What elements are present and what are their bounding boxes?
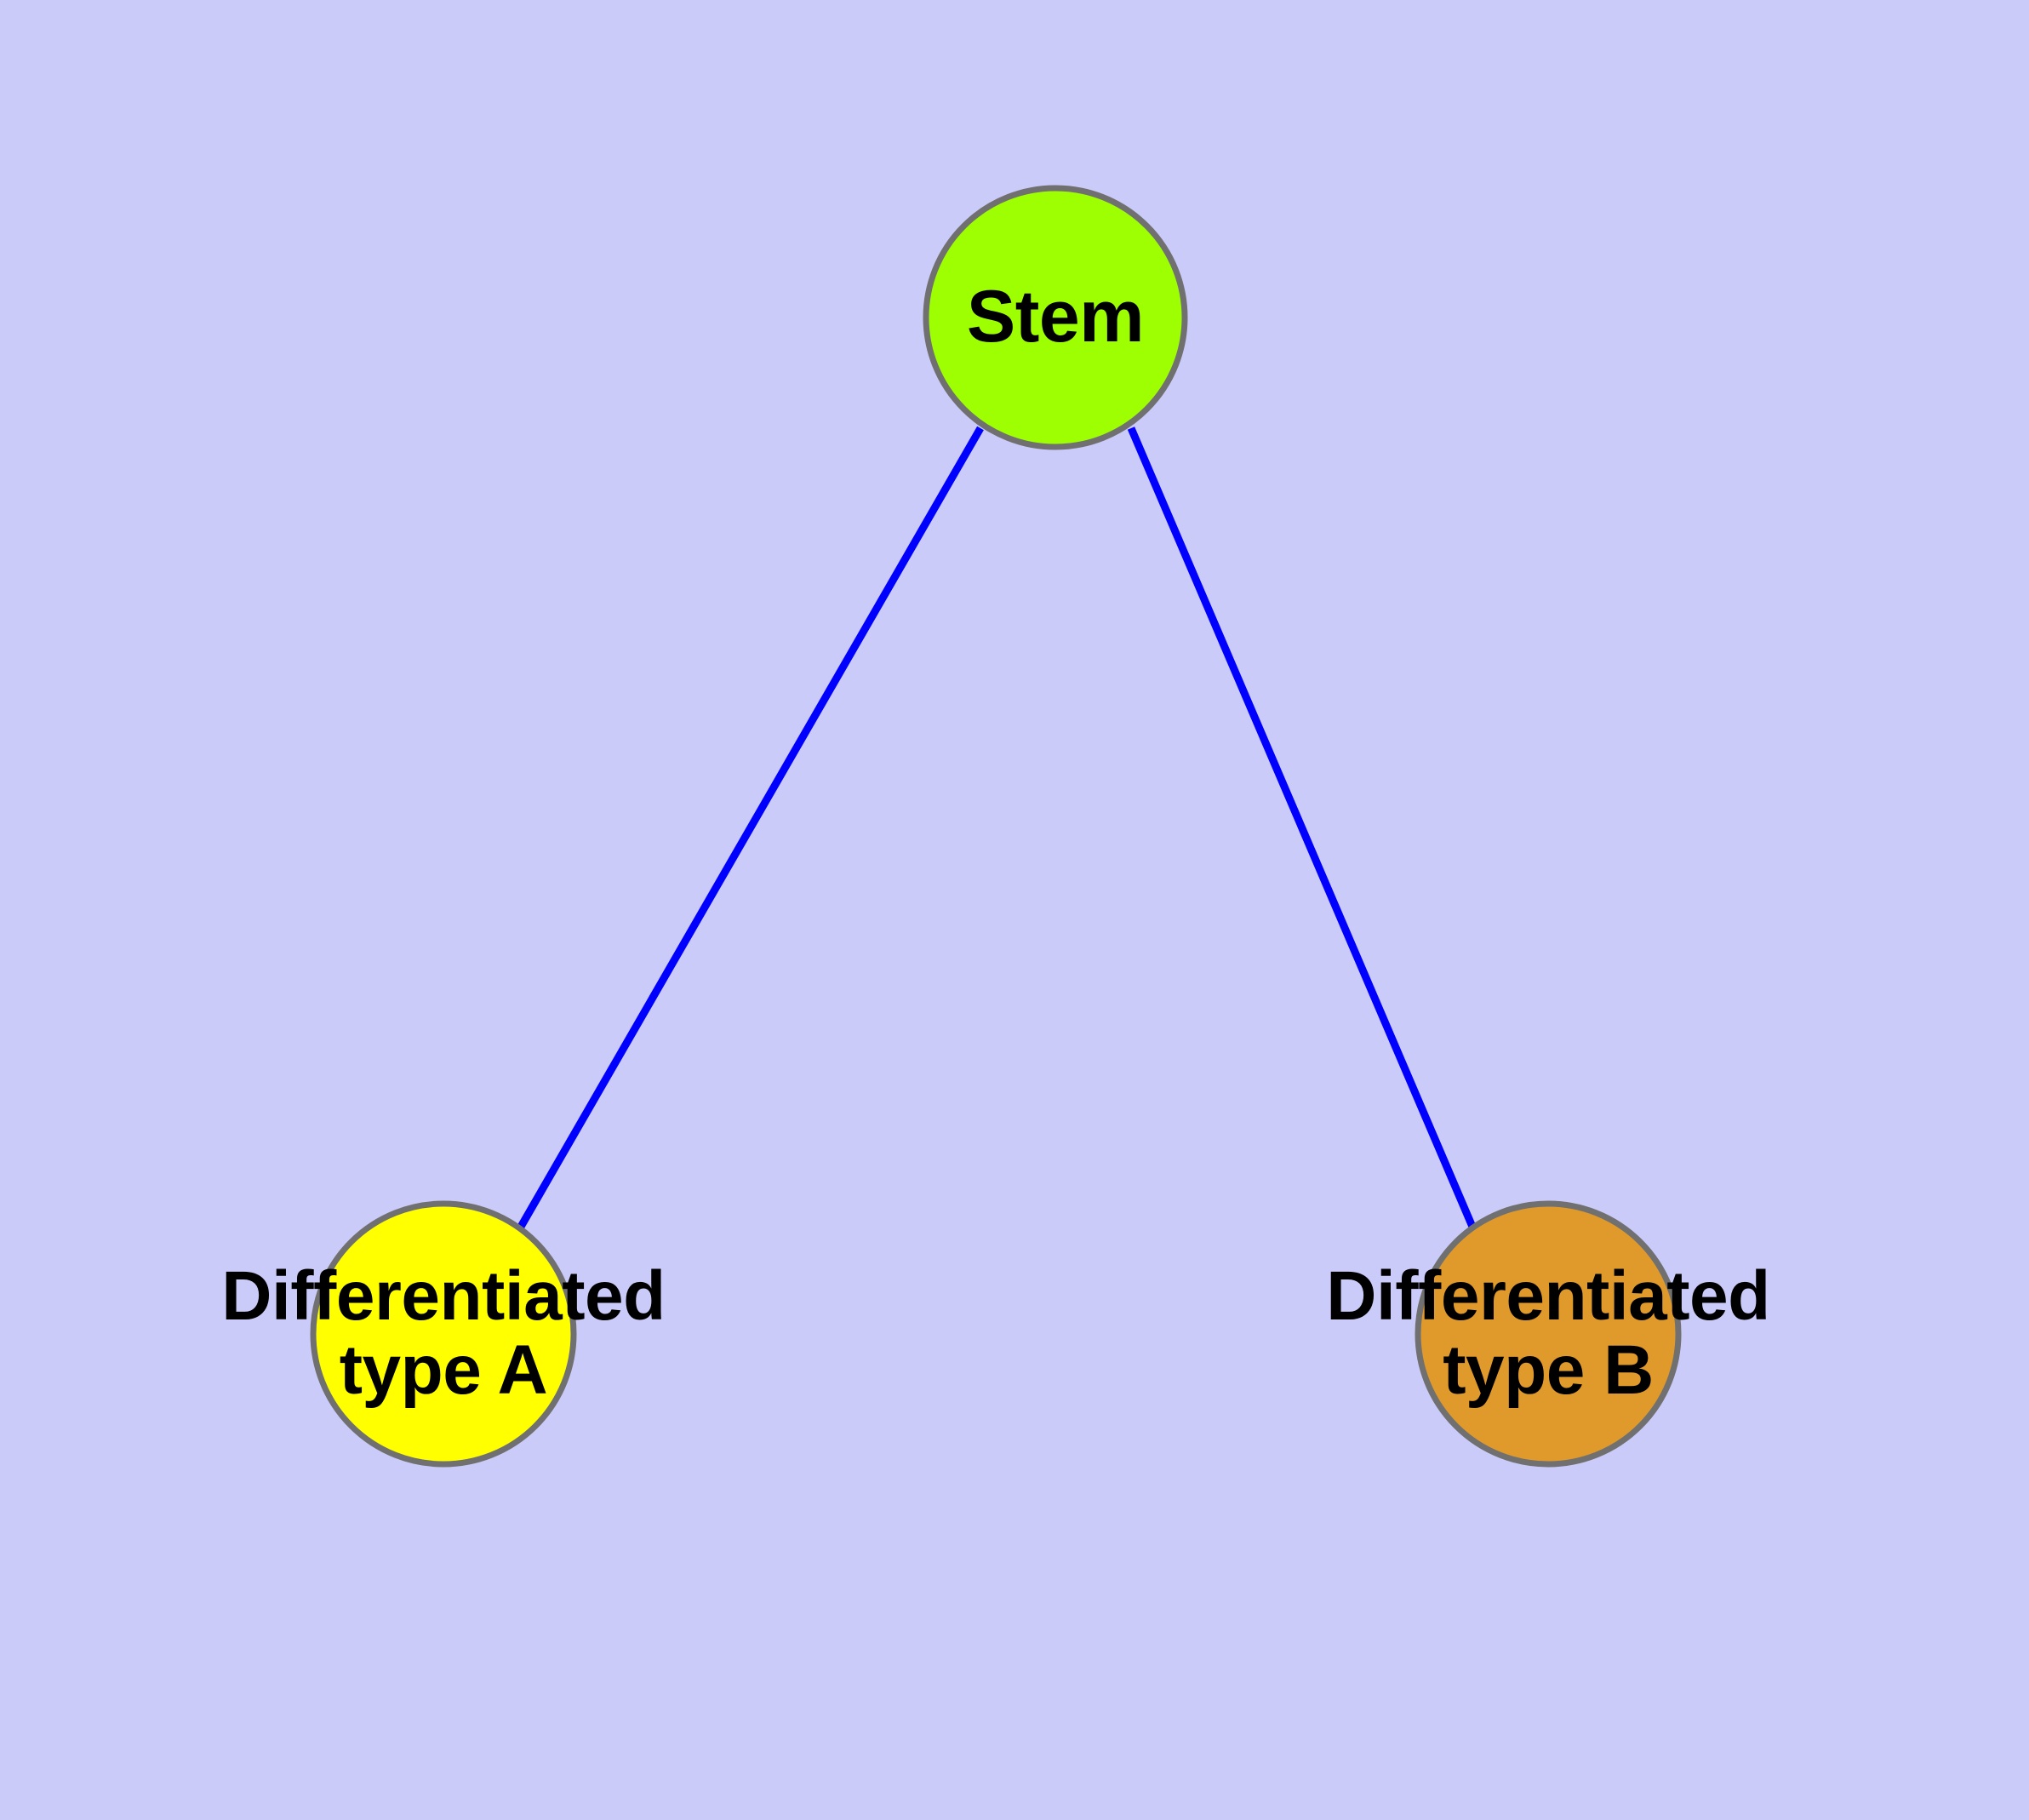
edge-stem-to-diff-b	[1127, 426, 1477, 1228]
node-circle-diff-a[interactable]	[310, 1200, 577, 1468]
edge-layer	[517, 426, 1477, 1229]
node-circle-diff-b[interactable]	[1415, 1200, 1682, 1468]
edge-stem-to-diff-a	[517, 426, 984, 1229]
node-circle-stem[interactable]	[923, 185, 1188, 450]
node-layer	[310, 185, 1682, 1468]
